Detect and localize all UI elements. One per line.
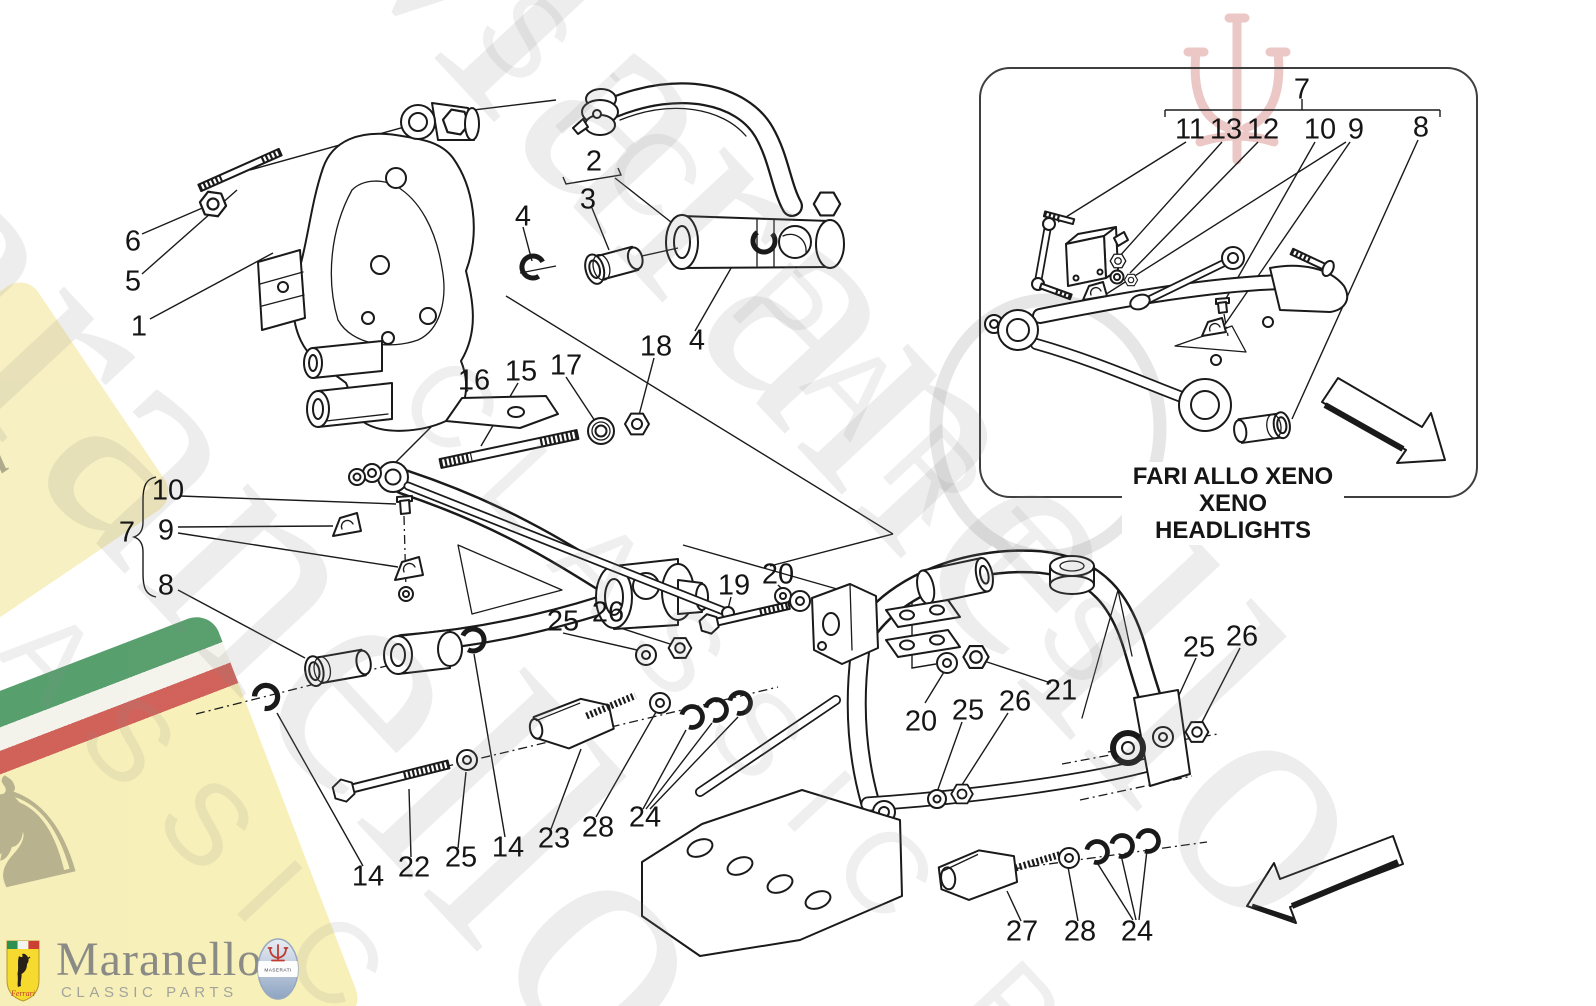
trident-icon (267, 944, 289, 962)
logo-brand-text: Maranello (56, 933, 263, 986)
logo-tagline-text: CLASSIC PARTS (61, 984, 238, 1001)
trident-watermark-icon (1183, 13, 1291, 165)
maserati-badge-icon: MASERATI (257, 938, 299, 1000)
inset-lower-wishbone-drawing (984, 210, 1349, 444)
ferrari-badge-icon: Ferrari (6, 940, 40, 1002)
inset-caption-line1: FARI ALLO XENO (1132, 463, 1334, 490)
direction-arrow-inset (1321, 377, 1446, 464)
inset-caption: FARI ALLO XENO XENO HEADLIGHTS (1122, 462, 1344, 545)
stud-and-nut-drawing (197, 147, 283, 218)
maranello-logo: Ferrari Maranello CLASSIC PARTS MASERATI (6, 933, 316, 1006)
direction-arrow-main (1246, 835, 1404, 924)
lower-wishbone-drawing (251, 412, 753, 803)
knuckle-drawing (257, 102, 559, 432)
upper-wishbone-drawing (519, 82, 845, 285)
subframe-drawing (641, 549, 1210, 957)
inset-caption-line2: XENO HEADLIGHTS (1155, 490, 1311, 544)
ferrari-badge-text: Ferrari (10, 989, 35, 998)
maserati-badge-text: MASERATI (264, 968, 291, 974)
